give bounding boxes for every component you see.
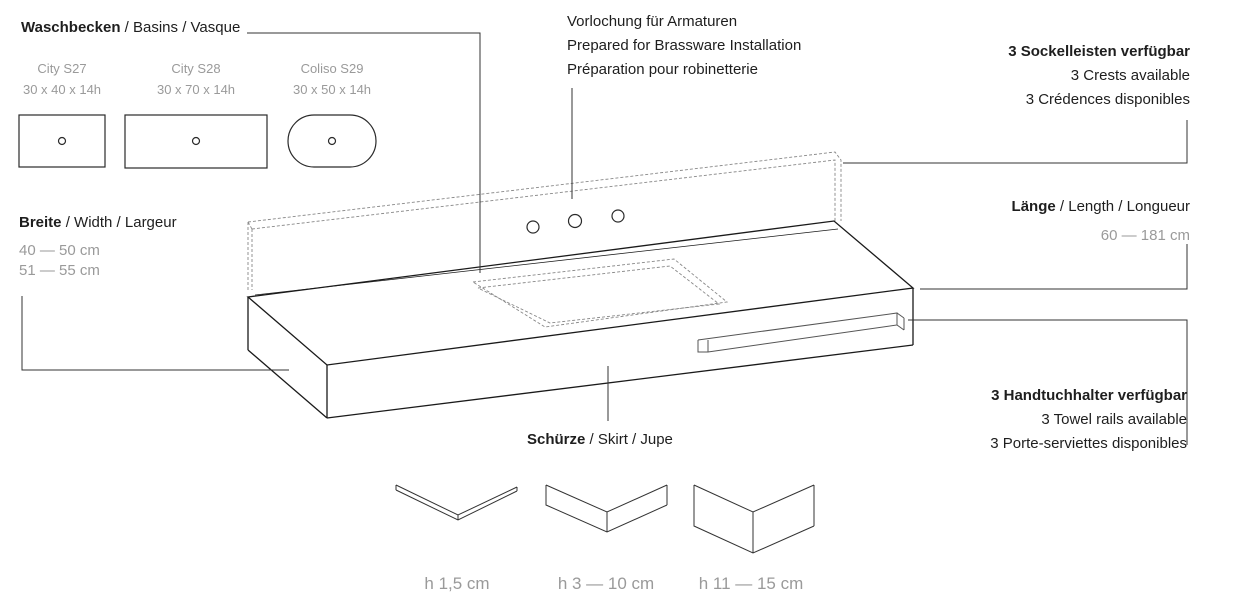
basin-size: 30 x 70 x 14h (156, 82, 236, 97)
basin-name: City S27 (37, 61, 87, 76)
length-title-rest: / Length / Longueur (1055, 198, 1190, 215)
towel-rail (697, 312, 905, 353)
skirt-profile-11-15cm (693, 484, 815, 554)
length-range: 60 — 181 cm (1100, 227, 1190, 244)
skirt-title-bold: Schürze (527, 431, 586, 448)
skirt-title-rest: / Skirt / Jupe (585, 431, 673, 448)
basin-name: City S28 (171, 61, 221, 76)
basin-item-2: City S28 30 x 70 x 14h (146, 58, 246, 100)
basins-title-bold: Waschbecken (21, 19, 121, 36)
width-range-2: 51 — 55 cm (19, 262, 100, 279)
countertop-slab (246, 220, 915, 419)
basin-item-1: City S27 30 x 40 x 14h (12, 58, 112, 100)
width-range-1: 40 — 50 cm (19, 242, 100, 259)
basin-name: Coliso S29 (300, 61, 364, 76)
skirt-option-2: h 3 — 10 cm (557, 574, 655, 593)
crests-label: 3 Sockelleisten verfügbar 3 Crests avail… (1008, 40, 1190, 112)
skirt-option-3: h 11 — 15 cm (698, 574, 804, 593)
basin-city-s28-drain (191, 136, 201, 146)
crests-line-2: 3 Crests available (1070, 67, 1190, 84)
basin-city-s27-drain (57, 136, 67, 146)
basin-size: 30 x 40 x 14h (22, 82, 102, 97)
towel-label: 3 Handtuchhalter verfügbar 3 Towel rails… (990, 384, 1187, 456)
basins-title-rest: / Basins / Vasque (120, 19, 241, 36)
crests-line-3: 3 Crédences disponibles (1025, 91, 1190, 108)
basin-city-s27-outline (18, 114, 106, 168)
towel-line-3: 3 Porte-serviettes disponibles (990, 435, 1187, 452)
brassware-label: Vorlochung für Armaturen Prepared for Br… (567, 10, 801, 82)
basin-coliso-s29-outline (287, 114, 377, 168)
width-title-bold: Breite (19, 214, 62, 231)
tap-hole-3 (611, 209, 625, 223)
skirt-option-1: h 1,5 cm (424, 574, 490, 593)
towel-line-1: 3 Handtuchhalter verfügbar (991, 387, 1187, 404)
width-ranges: 40 — 50 cm 51 — 55 cm (19, 241, 100, 281)
skirt-profile-3-10cm (545, 484, 668, 533)
crest-dashed (247, 151, 842, 328)
tap-hole-1 (526, 220, 540, 234)
length-title: Länge / Length / Longueur (1012, 195, 1190, 219)
basin-item-3: Coliso S29 30 x 50 x 14h (282, 58, 382, 100)
tap-hole-2 (567, 213, 583, 229)
width-title: Breite / Width / Largeur (19, 211, 177, 235)
basins-title: Waschbecken / Basins / Vasque (21, 16, 240, 40)
brassware-line-3: Préparation pour robinetterie (567, 61, 758, 78)
brassware-line-1: Vorlochung für Armaturen (567, 13, 738, 30)
basin-size: 30 x 50 x 14h (292, 82, 372, 97)
basin-city-s28-outline (124, 114, 268, 169)
skirt-profile-1-5cm (395, 484, 518, 521)
length-title-bold: Länge (1011, 198, 1056, 215)
basin-coliso-s29-drain (327, 136, 337, 146)
width-title-rest: / Width / Largeur (61, 214, 177, 231)
skirt-title: Schürze / Skirt / Jupe (527, 428, 673, 452)
leader-lines (21, 32, 1188, 445)
towel-line-2: 3 Towel rails available (1041, 411, 1187, 428)
brassware-line-2: Prepared for Brassware Installation (567, 37, 802, 54)
crests-line-1: 3 Sockelleisten verfügbar (1008, 43, 1190, 60)
